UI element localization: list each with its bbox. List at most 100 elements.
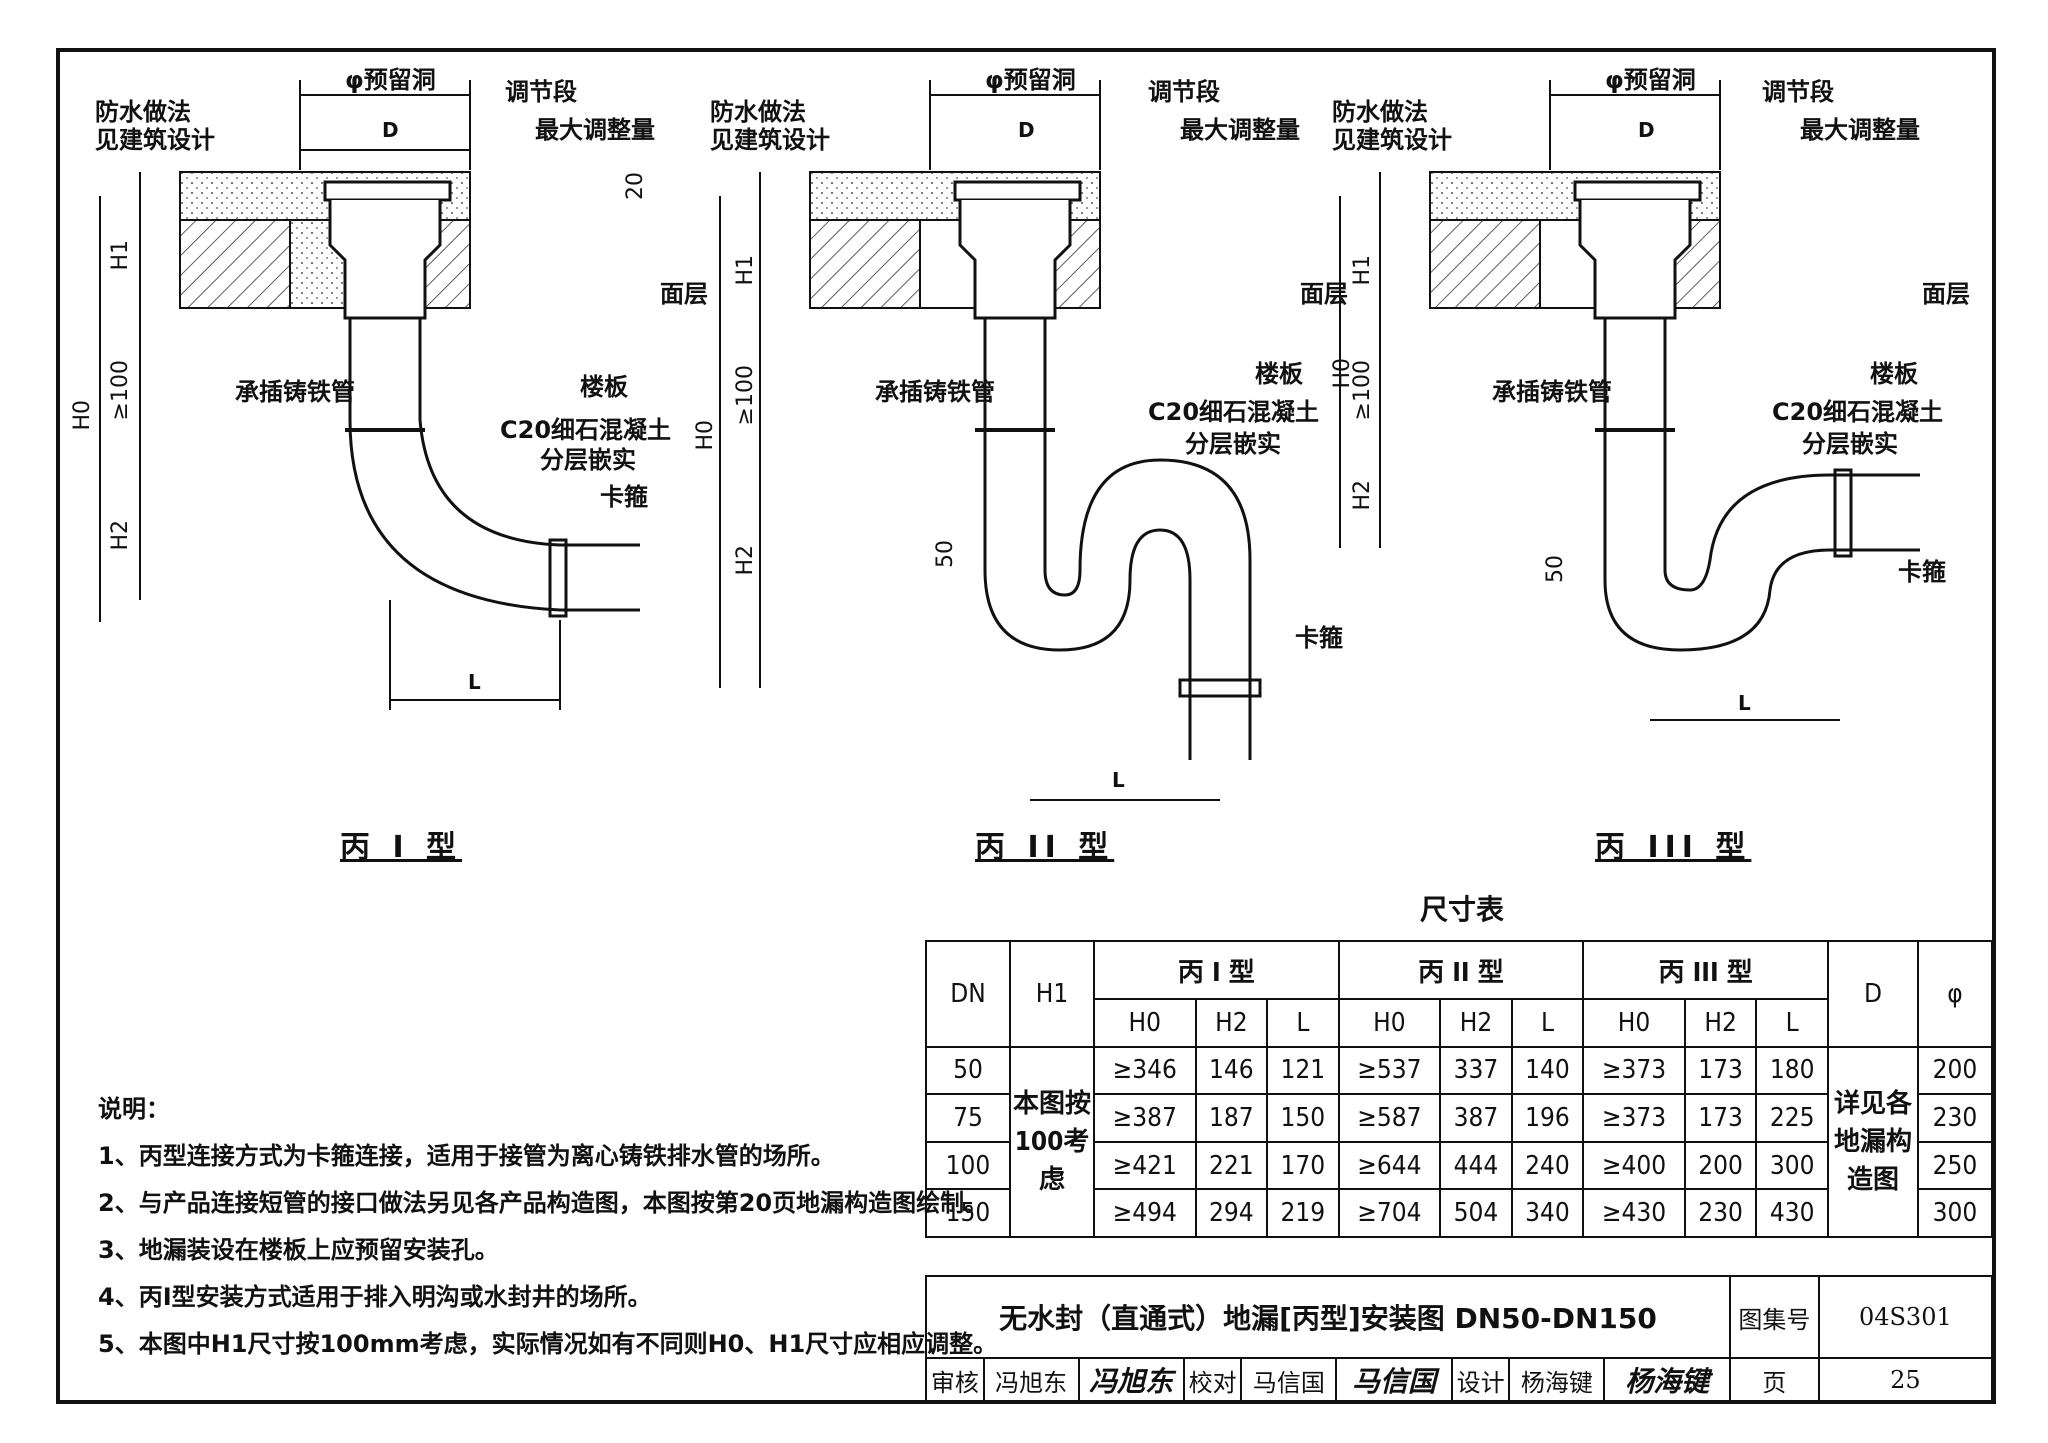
header-d: D — [1827, 940, 1919, 1048]
table-subheader-row: H0 H2 L H0 H2 L H0 H2 L — [926, 998, 1992, 1048]
label-H1: H1 — [1350, 255, 1375, 286]
label-D: D — [1638, 118, 1655, 142]
label-D: D — [382, 118, 399, 142]
label-waterproof-1: 防水做法 — [1332, 98, 1428, 126]
label-floor-slab: 楼板 — [580, 373, 628, 401]
label-waterproof-2: 见建筑设计 — [95, 126, 215, 154]
cell-value: ≥373 — [1582, 1045, 1686, 1096]
reviewer-name: 冯旭东 — [982, 1357, 1080, 1403]
designer-signature: 杨海键 — [1603, 1357, 1732, 1403]
cell-value: 200 — [1683, 1140, 1758, 1191]
label-H1: H1 — [733, 255, 758, 286]
reviewer-signature: 冯旭东 — [1077, 1357, 1185, 1403]
label-adjust-segment: 调节段 — [1762, 78, 1834, 106]
header-type2: 丙 II 型 — [1337, 940, 1585, 1000]
label-H1: H1 — [108, 240, 133, 271]
label-waterproof-2: 见建筑设计 — [1332, 126, 1452, 154]
figure-title-type2: 丙 II 型 — [975, 830, 1115, 865]
drawing-frame — [56, 48, 1996, 1404]
label-H2: H2 — [733, 545, 758, 576]
title-block: 无水封（直通式）地漏[丙型]安装图 DN50-DN150 图集号 04S301 … — [924, 1275, 1994, 1403]
label-H0: H0 — [70, 400, 95, 431]
label-clamp: 卡箍 — [1295, 624, 1343, 652]
header-dn: DN — [925, 940, 1011, 1048]
note-item: 5、本图中H1尺寸按100mm考虑，实际情况如有不同则H0、H1尺寸应相应调整。 — [98, 1330, 998, 1358]
label-dim-50: 50 — [933, 540, 958, 568]
cell-value: 170 — [1266, 1140, 1340, 1191]
label-ge100: ≥100 — [1350, 360, 1375, 421]
table-row: 100 ≥421 221 170 ≥644 444 240 ≥400 200 3… — [925, 1140, 1993, 1191]
cell-value: 221 — [1194, 1140, 1269, 1191]
figure-title-type3: 丙 III 型 — [1595, 830, 1752, 865]
label-ge100: ≥100 — [733, 365, 758, 426]
cell-phi: 200 — [1917, 1045, 1993, 1096]
sub-h0: H0 — [1582, 998, 1686, 1048]
label-cast-iron-pipe: 承插铸铁管 — [875, 378, 995, 406]
cell-value: 340 — [1510, 1188, 1585, 1238]
label-waterproof-1: 防水做法 — [710, 98, 806, 126]
label-max-adjust: 最大调整量 — [1180, 116, 1300, 144]
label-concrete-1: C20细石混凝土 — [500, 416, 672, 444]
cell-dn: 75 — [925, 1093, 1011, 1143]
table-header-row: DN H1 丙 I 型 丙 II 型 丙 III 型 D φ — [925, 940, 1993, 1048]
sub-l: L — [1510, 998, 1585, 1048]
label-reserved-hole: φ预留洞 — [985, 66, 1076, 94]
label-H2: H2 — [108, 520, 133, 551]
cell-value: ≥346 — [1093, 1045, 1197, 1096]
table-row: 75 ≥387 187 150 ≥587 387 196 ≥373 173 22… — [925, 1093, 1993, 1143]
cell-value: 140 — [1510, 1045, 1585, 1096]
label-floor-slab: 楼板 — [1255, 360, 1303, 388]
label-reserved-hole: φ预留洞 — [1605, 66, 1696, 94]
label-H0: H0 — [693, 420, 718, 451]
cell-value: 230 — [1683, 1188, 1758, 1238]
label-waterproof-2: 见建筑设计 — [710, 126, 830, 154]
label-L: L — [468, 670, 481, 694]
label-L: L — [1112, 768, 1125, 792]
sub-h2: H2 — [1439, 998, 1513, 1048]
label-reserved-hole: φ预留洞 — [345, 66, 436, 94]
cell-value: 187 — [1194, 1093, 1269, 1143]
sub-l: L — [1266, 998, 1340, 1048]
cell-value: ≥373 — [1582, 1093, 1686, 1143]
label-adjust-segment: 调节段 — [1148, 78, 1220, 106]
checker-signature: 马信国 — [1335, 1357, 1453, 1403]
header-type1: 丙 I 型 — [1093, 940, 1340, 1000]
cell-phi: 250 — [1917, 1140, 1993, 1191]
figure-type1 — [99, 80, 640, 710]
label-surface: 面层 — [1922, 280, 1970, 308]
atlas-label: 图集号 — [1729, 1275, 1820, 1359]
dimension-table: DN H1 丙 I 型 丙 II 型 丙 III 型 D φ H0 H2 L H… — [925, 940, 1993, 1239]
note-item: 4、丙Ⅰ型安装方式适用于排入明沟或水封井的场所。 — [98, 1283, 652, 1311]
cell-value: ≥494 — [1093, 1188, 1197, 1238]
label-surface: 面层 — [660, 280, 708, 308]
check-label: 校对 — [1182, 1357, 1243, 1403]
cell-value: ≥387 — [1093, 1093, 1197, 1143]
page-number: 25 — [1817, 1357, 1994, 1403]
design-label: 设计 — [1450, 1357, 1511, 1403]
cell-value: ≥400 — [1582, 1140, 1686, 1191]
cell-value: ≥704 — [1337, 1188, 1442, 1238]
cell-dn: 100 — [925, 1140, 1011, 1191]
label-concrete-2: 分层嵌实 — [1185, 430, 1281, 458]
cell-value: 173 — [1683, 1045, 1758, 1096]
cell-value: 240 — [1510, 1140, 1585, 1191]
cell-value: 150 — [1266, 1093, 1340, 1143]
cell-value: 337 — [1439, 1045, 1513, 1096]
label-max-adjust: 最大调整量 — [1800, 116, 1920, 144]
cell-value: 180 — [1755, 1045, 1829, 1096]
label-concrete-1: C20细石混凝土 — [1772, 398, 1944, 426]
cell-value: ≥587 — [1337, 1093, 1442, 1143]
cell-h1-note: 本图按100考虑 — [1009, 1045, 1095, 1239]
note-item: 1、丙型连接方式为卡箍连接，适用于接管为离心铸铁排水管的场所。 — [98, 1142, 835, 1170]
sub-h2: H2 — [1194, 998, 1269, 1048]
drawing-title: 无水封（直通式）地漏[丙型]安装图 DN50-DN150 — [924, 1275, 1732, 1359]
cell-value: 387 — [1439, 1093, 1513, 1143]
cell-value: 504 — [1439, 1188, 1513, 1238]
cell-value: 444 — [1439, 1140, 1513, 1191]
label-cast-iron-pipe: 承插铸铁管 — [1492, 378, 1612, 406]
label-surface: 面层 — [1300, 280, 1348, 308]
cell-value: 196 — [1510, 1093, 1585, 1143]
cell-value: 219 — [1266, 1188, 1340, 1238]
notes-heading: 说明： — [98, 1095, 170, 1123]
